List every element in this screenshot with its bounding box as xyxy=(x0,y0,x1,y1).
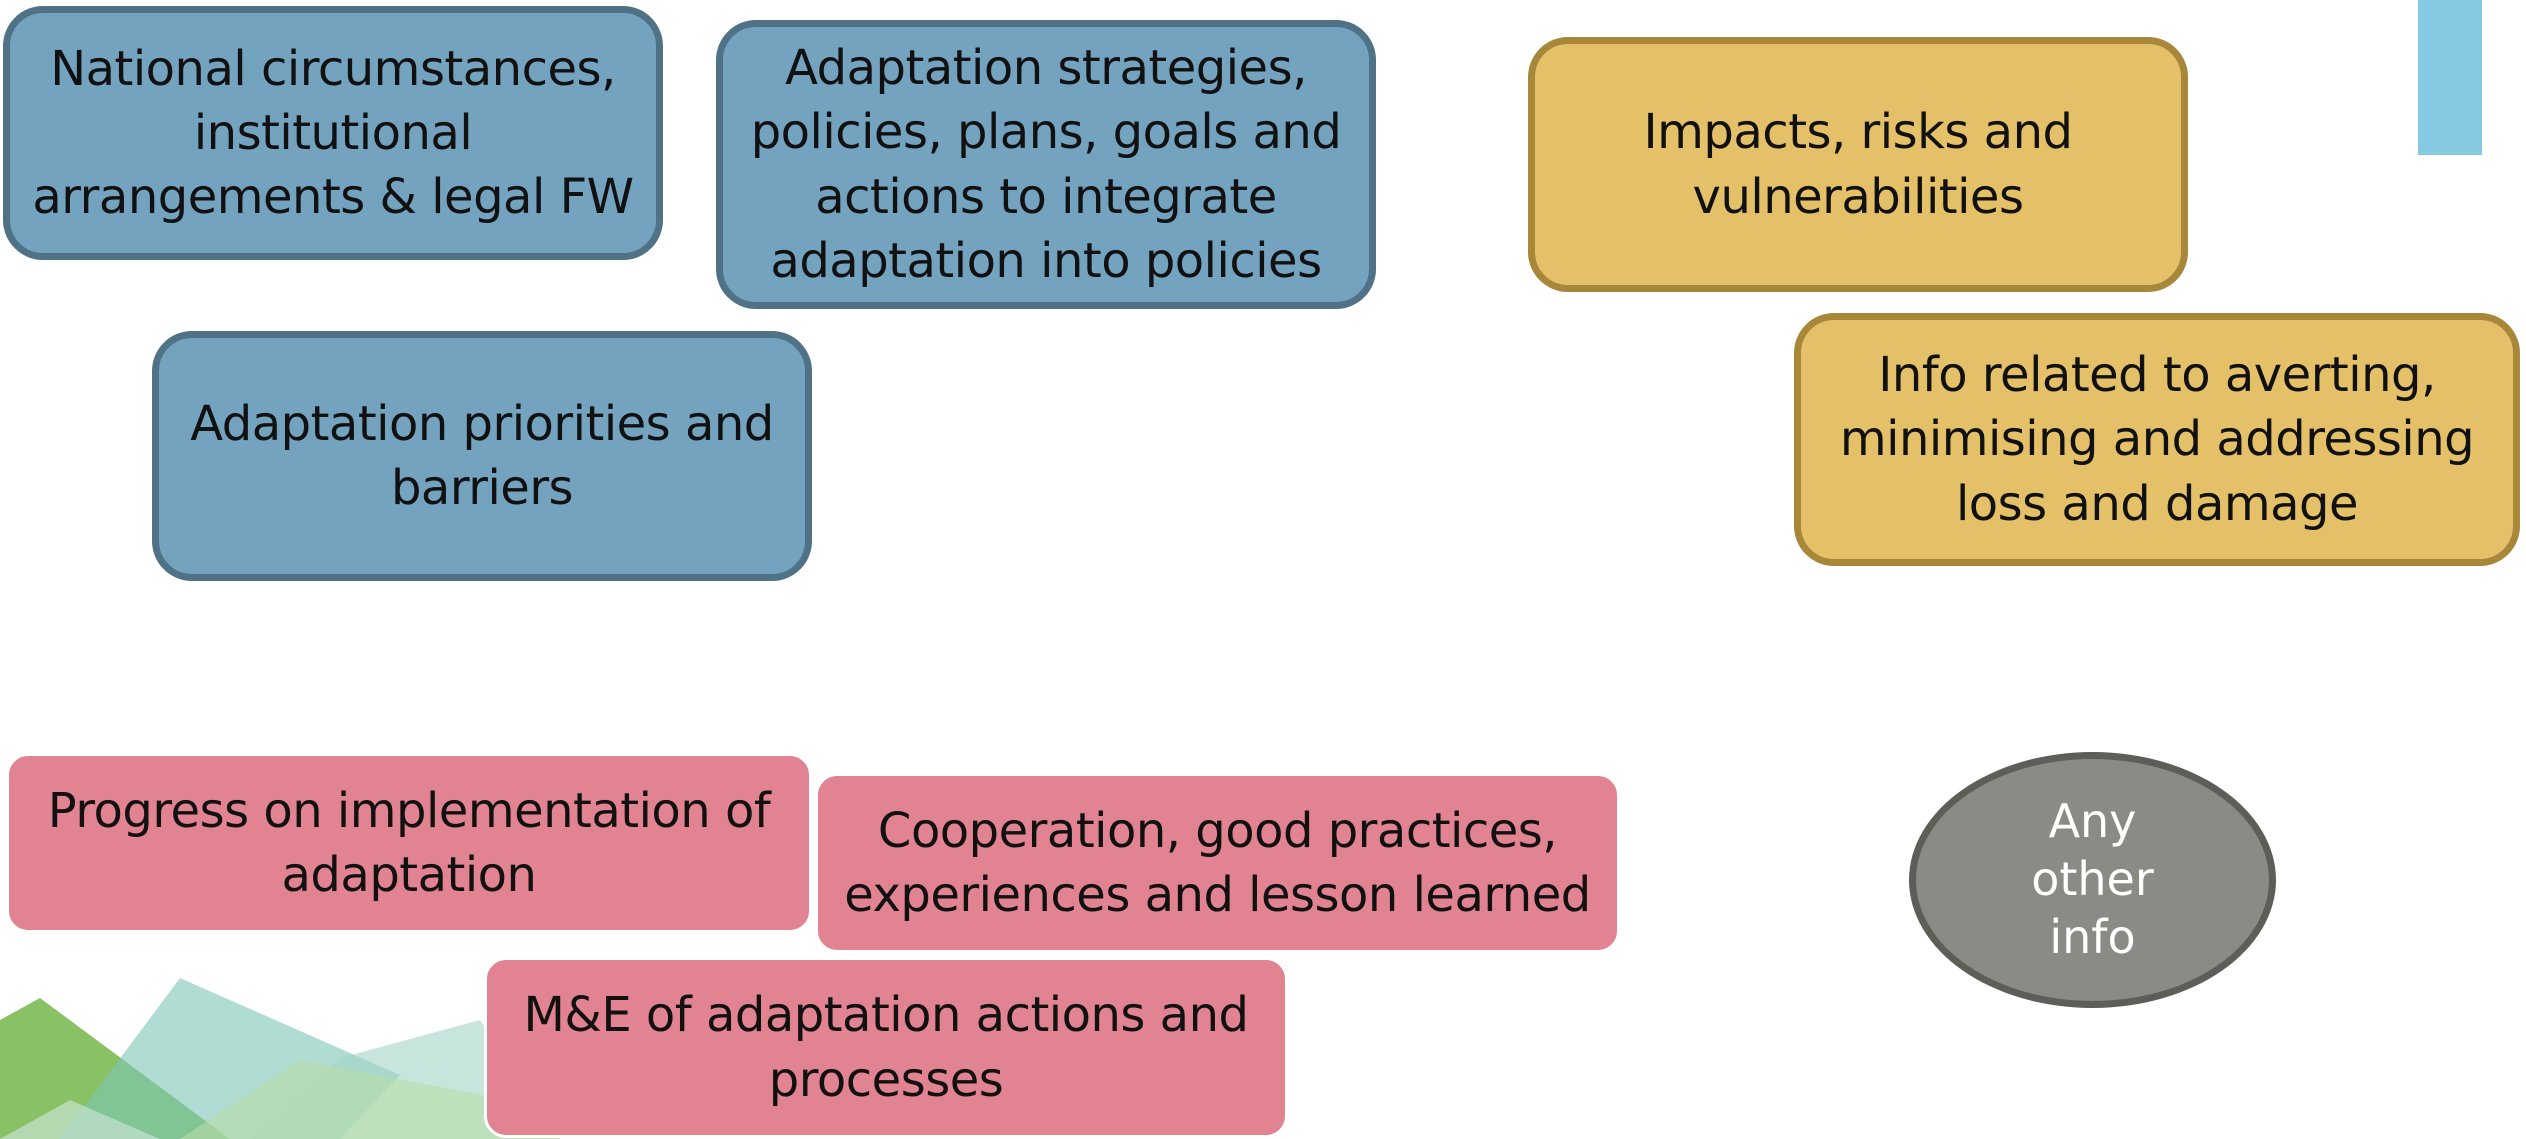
node-national-circumstances-text: National circumstances, institutional ar… xyxy=(32,40,634,226)
node-adaptation-strategies: Adaptation strategies, policies, plans, … xyxy=(716,20,1376,309)
node-cooperation-text: Cooperation, good practices, experiences… xyxy=(844,802,1591,923)
node-adaptation-priorities-text: Adaptation priorities and barriers xyxy=(190,395,774,516)
node-loss-damage: Info related to averting, minimising and… xyxy=(1794,313,2520,566)
decorative-polygons xyxy=(0,978,560,1139)
node-any-other-info: Any other info xyxy=(1909,752,2276,1008)
node-any-other-info-text: Any other info xyxy=(2031,794,2154,964)
node-monitoring-evaluation-text: M&E of adaptation actions and processes xyxy=(523,987,1249,1108)
node-progress-implementation-text: Progress on implementation of adaptation xyxy=(47,782,771,903)
node-cooperation: Cooperation, good practices, experiences… xyxy=(815,773,1620,953)
node-impacts-risks: Impacts, risks and vulnerabilities xyxy=(1528,37,2188,292)
node-impacts-risks-text: Impacts, risks and vulnerabilities xyxy=(1643,104,2073,225)
node-adaptation-strategies-text: Adaptation strategies, policies, plans, … xyxy=(750,39,1342,289)
node-adaptation-priorities: Adaptation priorities and barriers xyxy=(152,331,812,581)
node-loss-damage-text: Info related to averting, minimising and… xyxy=(1839,347,2475,532)
node-progress-implementation: Progress on implementation of adaptation xyxy=(6,753,812,933)
node-national-circumstances: National circumstances, institutional ar… xyxy=(3,6,663,260)
top-right-accent-bar xyxy=(2418,0,2482,155)
node-monitoring-evaluation: M&E of adaptation actions and processes xyxy=(484,957,1288,1138)
